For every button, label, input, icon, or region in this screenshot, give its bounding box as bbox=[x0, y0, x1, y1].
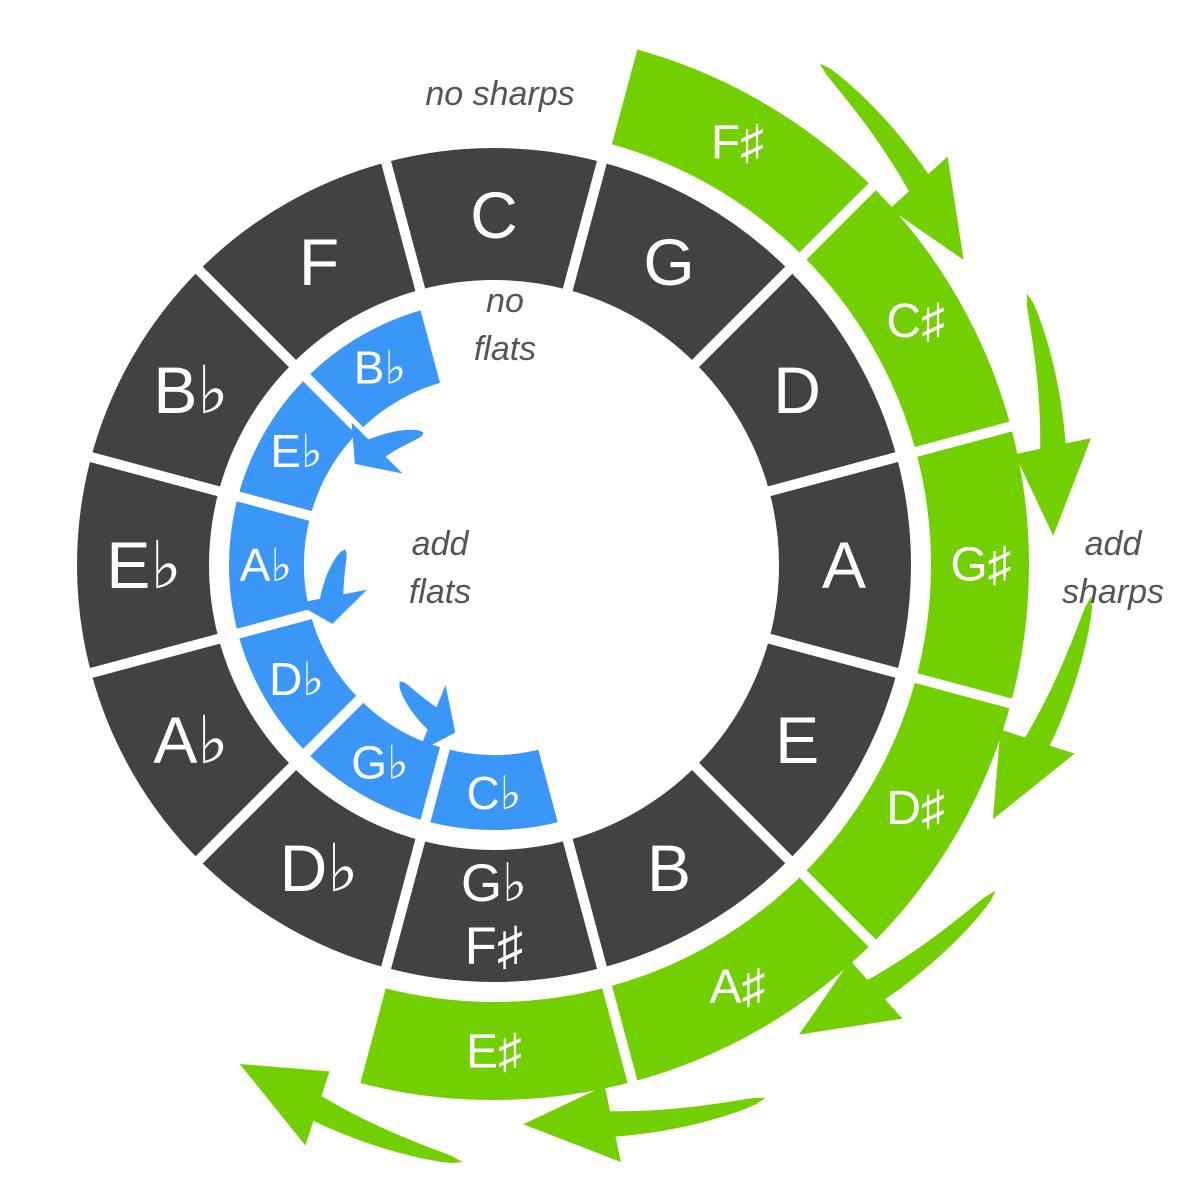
major-key-label: G♭ bbox=[461, 854, 527, 913]
major-key-label: A bbox=[822, 528, 866, 602]
curved-arrow-icon bbox=[351, 422, 424, 474]
add-sharps-label-line2: sharps bbox=[1062, 573, 1164, 611]
flat-key-segment: C♭ bbox=[417, 737, 571, 840]
curved-arrow-icon bbox=[523, 1085, 766, 1163]
flat-key-label: G♭ bbox=[351, 736, 408, 788]
sharp-keys-ring: F♯ C♯ G♯ D♯ A♯ E♯ bbox=[348, 37, 1039, 1110]
major-key-label: B♭ bbox=[153, 353, 228, 427]
sharp-key-label: D♯ bbox=[886, 782, 945, 835]
add-flats-label-line2: flats bbox=[409, 573, 471, 611]
major-key-label: E♭ bbox=[106, 528, 181, 602]
major-key-wedge bbox=[188, 151, 428, 375]
add-flats-label-line1: add bbox=[412, 525, 470, 563]
curved-arrow-icon bbox=[992, 596, 1093, 820]
flat-key-label: C♭ bbox=[467, 767, 522, 819]
curved-arrow-icon bbox=[399, 681, 456, 752]
curved-arrow-icon bbox=[819, 63, 964, 261]
sharp-key-label: G♯ bbox=[950, 539, 1011, 592]
major-key-segment: G bbox=[560, 151, 800, 375]
flat-key-label: A♭ bbox=[240, 539, 292, 591]
no-sharps-label: no sharps bbox=[425, 75, 574, 113]
curved-arrow-icon bbox=[239, 1063, 463, 1164]
sharp-key-label: E♯ bbox=[466, 1026, 522, 1079]
major-key-label: A♭ bbox=[153, 703, 228, 777]
flat-key-label: E♭ bbox=[270, 425, 322, 477]
flat-keys-ring: C♭ G♭ D♭ A♭ E♭ B♭ bbox=[219, 298, 571, 840]
major-key-label: E bbox=[775, 703, 819, 777]
arrows bbox=[239, 63, 1093, 1164]
add-sharps-label-line1: add bbox=[1085, 525, 1143, 563]
flat-key-wedge bbox=[296, 298, 453, 442]
no-flats-label-line2: flats bbox=[474, 330, 536, 368]
major-key-label: F bbox=[299, 225, 339, 299]
flat-key-segment: B♭ bbox=[296, 298, 453, 442]
sharp-key-segment: E♯ bbox=[348, 976, 640, 1110]
flat-key-label: D♭ bbox=[269, 653, 324, 705]
major-key-label: C bbox=[470, 178, 518, 252]
curved-arrow-icon bbox=[1014, 293, 1092, 536]
major-key-label: D bbox=[773, 353, 821, 427]
sharp-key-label: A♯ bbox=[709, 960, 765, 1013]
major-key-label: F♯ bbox=[465, 917, 524, 976]
flat-key-label: B♭ bbox=[354, 342, 406, 394]
major-key-segment: A bbox=[758, 449, 921, 681]
sharp-key-segment: G♯ bbox=[905, 419, 1039, 711]
sharp-key-label: F♯ bbox=[711, 117, 764, 170]
curved-arrow-icon bbox=[296, 549, 367, 624]
curved-arrow-icon bbox=[798, 890, 996, 1035]
flat-key-segment: A♭ bbox=[219, 488, 322, 642]
sharp-key-wedge bbox=[348, 976, 640, 1110]
major-key-label: D♭ bbox=[280, 831, 359, 905]
major-key-segment: F bbox=[188, 151, 428, 375]
no-flats-label-line1: no bbox=[486, 282, 524, 320]
sharp-key-label: C♯ bbox=[886, 295, 945, 348]
major-key-label: G bbox=[643, 225, 694, 299]
major-key-label: B bbox=[647, 831, 691, 905]
